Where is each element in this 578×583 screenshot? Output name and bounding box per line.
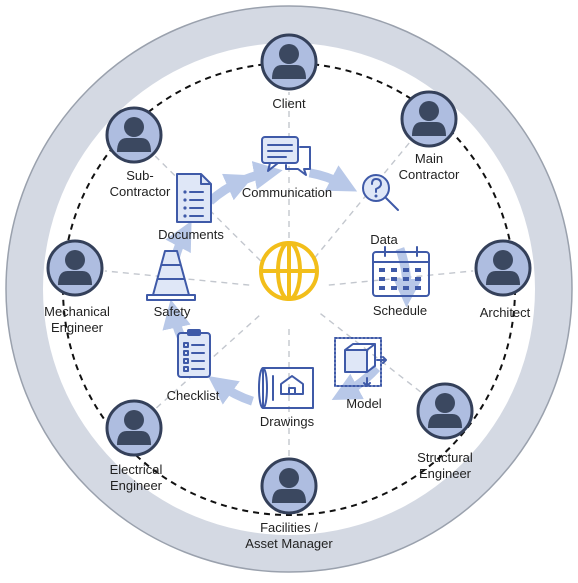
spoke-main-contractor — [313, 141, 411, 259]
stakeholder-label-electrical-engineer: Electrical — [110, 462, 163, 477]
info-label-data: Data — [370, 232, 398, 247]
globe-icon — [259, 241, 319, 301]
info-label-documents: Documents — [158, 227, 224, 242]
stakeholder-architect — [474, 239, 532, 297]
stakeholder-label-sub-contractor: Sub- — [126, 168, 153, 183]
info-label-drawings: Drawings — [260, 414, 315, 429]
info-label-checklist: Checklist — [167, 388, 220, 403]
stakeholder-label-structural-engineer: Structural — [417, 450, 473, 465]
person-icon — [272, 468, 306, 503]
person-icon — [58, 250, 92, 285]
speech-bubbles-icon — [261, 136, 311, 176]
stakeholder-sub-contractor — [105, 106, 163, 164]
person-icon — [412, 101, 446, 136]
stakeholder-label-facilities-asset-manager: Asset Manager — [245, 536, 333, 551]
stakeholder-label-facilities-asset-manager: Facilities / — [260, 520, 318, 535]
stakeholder-electrical-engineer — [105, 399, 163, 457]
stakeholder-label-sub-contractor: Contractor — [110, 184, 171, 199]
stakeholder-label-structural-engineer: Engineer — [419, 466, 472, 481]
person-icon — [428, 393, 462, 428]
stakeholder-client — [260, 33, 318, 91]
stakeholder-label-main-contractor: Contractor — [399, 167, 460, 182]
person-icon — [117, 410, 151, 445]
info-label-safety: Safety — [154, 304, 191, 319]
connection-spokes — [104, 92, 474, 456]
stakeholder-main-contractor — [400, 90, 458, 148]
document-icon — [176, 173, 212, 223]
stakeholder-label-architect: Architect — [480, 305, 531, 320]
3d-model-icon — [334, 337, 387, 387]
person-icon — [272, 44, 306, 79]
stakeholder-facilities-asset-manager — [260, 457, 318, 515]
calendar-icon — [372, 246, 430, 297]
blueprint-icon — [258, 367, 314, 409]
stakeholder-label-client: Client — [272, 96, 306, 111]
spoke-sub-contractor — [154, 155, 262, 262]
traffic-cone-icon — [146, 250, 196, 301]
stakeholders: ClientMainContractorArchitectStructuralE… — [44, 33, 532, 551]
stakeholder-mechanical-engineer — [46, 239, 104, 297]
person-icon — [117, 117, 151, 152]
stakeholder-label-main-contractor: Main — [415, 151, 443, 166]
info-label-communication: Communication — [242, 185, 332, 200]
stakeholder-label-mechanical-engineer: Engineer — [51, 320, 104, 335]
stakeholder-label-mechanical-engineer: Mechanical — [44, 304, 110, 319]
clipboard-icon — [177, 329, 211, 378]
flow-arrow-2 — [308, 165, 358, 192]
stakeholder-structural-engineer — [416, 382, 474, 440]
magnifier-question-icon — [362, 174, 399, 211]
flow-arrow-5 — [207, 376, 254, 406]
spoke-mechanical-engineer — [104, 270, 250, 286]
stakeholder-label-electrical-engineer: Engineer — [110, 478, 163, 493]
person-icon — [486, 250, 520, 285]
spoke-architect — [328, 270, 474, 286]
info-label-model: Model — [346, 396, 382, 411]
info-label-schedule: Schedule — [373, 303, 427, 318]
flow-arrow-4 — [331, 364, 381, 400]
